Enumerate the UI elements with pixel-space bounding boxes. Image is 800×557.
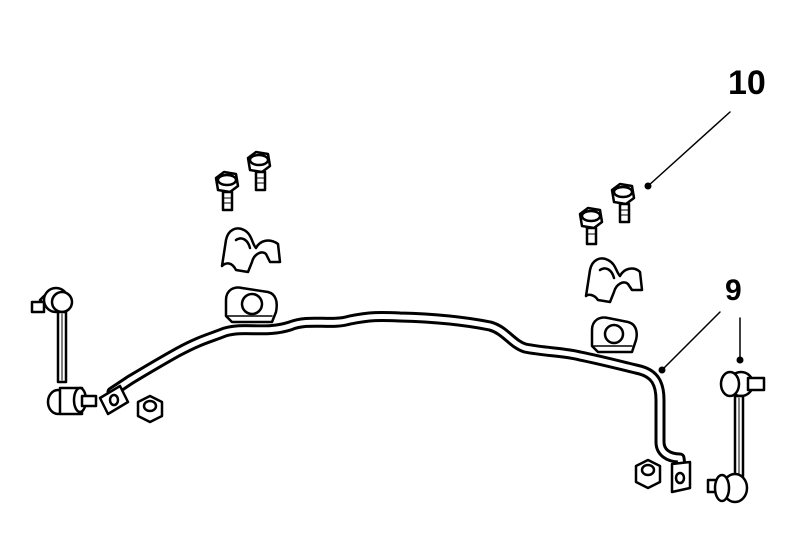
right-clamp-bracket — [584, 257, 644, 304]
leader-line-9-link — [736, 317, 744, 364]
leader-line-9-bar — [658, 311, 721, 374]
left-link-nut — [136, 394, 164, 424]
left-bushing — [224, 286, 278, 324]
left-bolt-1 — [214, 170, 240, 212]
right-link-nut — [634, 458, 662, 490]
stabilizer-bar — [106, 310, 688, 480]
left-bolt-2 — [246, 150, 272, 192]
left-link-rod — [30, 286, 98, 416]
right-link-rod — [706, 370, 766, 504]
leader-line-10 — [644, 111, 731, 190]
left-clamp-bracket — [220, 227, 282, 274]
left-bar-end-eye — [98, 384, 130, 416]
right-bolt-2 — [610, 182, 636, 224]
right-bushing — [590, 316, 638, 354]
right-bolt-1 — [578, 206, 604, 246]
right-bar-end-eye — [670, 460, 692, 494]
callout-label-9: 9 — [725, 274, 742, 307]
callout-label-10: 10 — [728, 64, 766, 102]
